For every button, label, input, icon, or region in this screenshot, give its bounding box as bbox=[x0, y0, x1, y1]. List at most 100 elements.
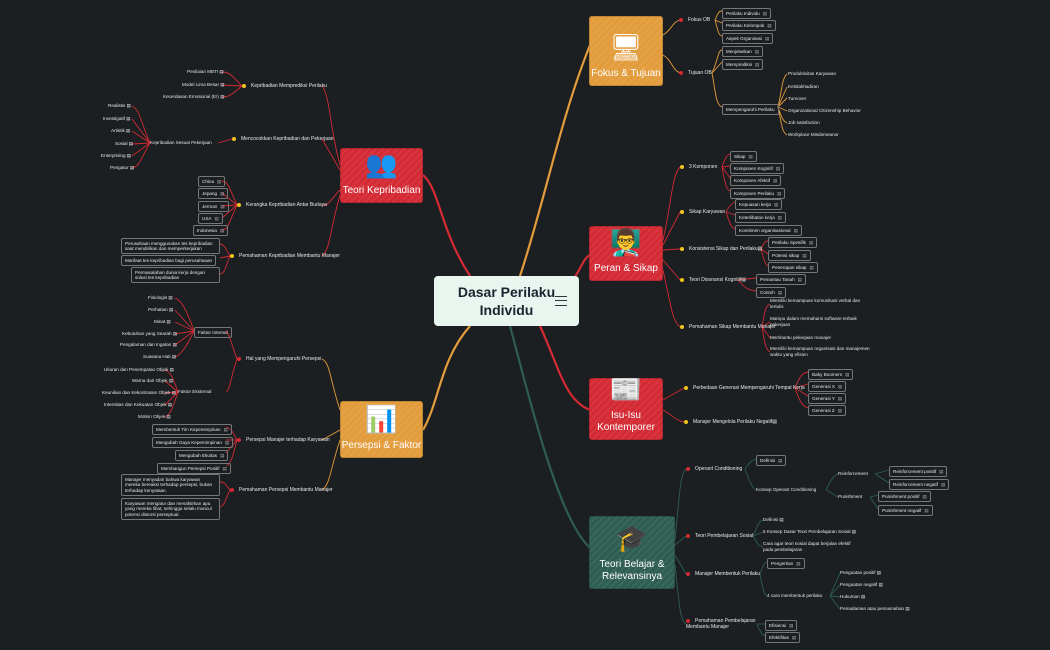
leaf-ocb[interactable]: Organizational Citizenship Behavior bbox=[788, 108, 861, 113]
leaf-lima-besar[interactable]: Model Lima Besar ▤ bbox=[182, 82, 225, 87]
leaf-komitmen[interactable]: Komitmen organisasional▤ bbox=[735, 225, 802, 236]
notes-icon[interactable] bbox=[555, 296, 567, 306]
leaf-investigatif[interactable]: Investigatif ▤ bbox=[103, 116, 131, 121]
leaf-sosial[interactable]: Sosial ▤ bbox=[115, 141, 134, 146]
leaf-keterlibatan[interactable]: Keterlibatan kerja▤ bbox=[735, 212, 787, 223]
leaf-reinforcement-negatif[interactable]: Reinforcement negatif▤ bbox=[889, 479, 950, 490]
leaf-penguatan-negatif[interactable]: Penguatan negatif ▤ bbox=[840, 582, 883, 587]
leaf-empat-cara[interactable]: 4 cara membentuk perilaku bbox=[767, 593, 823, 598]
leaf-perhatian[interactable]: Perhatian ▤ bbox=[148, 307, 174, 312]
leaf-kepribadian-sesuai[interactable]: Kepribadian Sesuai Pekerjaan bbox=[150, 140, 212, 145]
leaf-cara-efektif[interactable]: Cara agar teori sosial dapat berjalan ef… bbox=[763, 541, 851, 552]
topic-isu[interactable]: 📰 Isu-Isu Kontemporer bbox=[589, 374, 663, 440]
leaf-kebutuhan[interactable]: Kebutuhan yang Searah ▤ bbox=[122, 331, 178, 336]
leaf-gen-z[interactable]: Generasi Z▤ bbox=[808, 405, 846, 416]
leaf-faktor-eksternal[interactable]: Faktor Eksternal bbox=[178, 389, 212, 394]
subtopic-persepsi-manajer[interactable]: Persepsi Manajer terhadap Karyawan bbox=[237, 437, 330, 443]
leaf-perilaku-individu[interactable]: Perilaku Individu▤ bbox=[722, 8, 771, 19]
leaf-punishment-positif[interactable]: Punishment positif▤ bbox=[878, 491, 931, 502]
leaf-permasalahan[interactable]: Permasalahan dunia kerja dengan solusi t… bbox=[131, 267, 220, 283]
leaf-efektifitas[interactable]: Efektifitas▤ bbox=[765, 632, 801, 643]
leaf-fisiologis[interactable]: Fisiologis ▤ bbox=[148, 295, 173, 300]
leaf-mempengaruhi[interactable]: Mempengaruhi Perilaku bbox=[722, 104, 779, 115]
leaf-reinforcement[interactable]: Reinforcement bbox=[838, 471, 868, 476]
topic-kepribadian[interactable]: 👥 Teori Kepribadian bbox=[340, 148, 423, 203]
leaf-intensitas[interactable]: Intensitas dan Kekuatan Objek ▤ bbox=[104, 402, 173, 407]
leaf-job-satisfaction[interactable]: Job satisfaction bbox=[788, 120, 820, 125]
leaf-punishment[interactable]: Punishment bbox=[838, 494, 863, 499]
subtopic-fokus-ob[interactable]: Fokus OB bbox=[679, 17, 710, 23]
leaf-realistis[interactable]: Realistis ▤ bbox=[108, 103, 131, 108]
leaf-enterprising[interactable]: Enterprising ▤ bbox=[101, 153, 132, 158]
leaf-punishment-negatif[interactable]: Punishment negatif▤ bbox=[878, 505, 933, 516]
leaf-memprediksi[interactable]: Memprediksi▤ bbox=[722, 59, 764, 70]
leaf-lima-konsep[interactable]: 5 Konsep Dasar Teori Pembelajaran Sosial… bbox=[763, 529, 857, 534]
leaf-spesifik[interactable]: Perilaku Spesifik▤ bbox=[768, 237, 818, 248]
topic-persepsi[interactable]: 📊 Persepsi & Faktor bbox=[340, 401, 423, 458]
leaf-aspek-organisasi[interactable]: Aspek Organisasi▤ bbox=[722, 33, 774, 44]
subtopic-perilaku-negatif[interactable]: Manajer Mengelola Perilaku Negatif▤ bbox=[684, 419, 777, 425]
leaf-keunikan[interactable]: Keunikan dan Kekontrasan Objek ▤ bbox=[102, 390, 177, 395]
leaf-pemantau[interactable]: Pemantau Tanah▤ bbox=[756, 274, 806, 285]
subtopic-tujuan-ob[interactable]: Tujuan OB bbox=[679, 70, 712, 76]
subtopic-konsistensi[interactable]: Konsistensi Sikap dan Perilaku▤ bbox=[680, 246, 762, 252]
subtopic-mencocokkan[interactable]: Mencocokkan Kepribadian dan Pekerjaan bbox=[232, 136, 334, 142]
leaf-gaya-kepemimpinan[interactable]: Mengubah Gaya Kepemimpinan▤ bbox=[152, 437, 234, 448]
leaf-persepsi-positif[interactable]: Membangun Persepsi Positif▤ bbox=[157, 463, 231, 474]
leaf-ukuran[interactable]: Ukuran dan Penempatan Objek ▤ bbox=[104, 367, 174, 372]
subtopic-manajer-membentuk[interactable]: Manajer Membentuk Perilaku bbox=[686, 571, 760, 577]
leaf-baby-boomers[interactable]: Baby Boomers▤ bbox=[808, 369, 854, 380]
leaf-definisi-sosial[interactable]: Definisi ▤ bbox=[763, 517, 784, 522]
leaf-konsep-operant[interactable]: Konsep Operant Conditioning bbox=[756, 487, 817, 492]
leaf-contoh[interactable]: Contoh▤ bbox=[756, 287, 787, 298]
leaf-pengalaman[interactable]: Pengalaman dan Ingatan ▤ bbox=[120, 342, 177, 347]
leaf-reaksi-persepsi[interactable]: Manajer menyadari bahwa karyawan mereka … bbox=[121, 474, 220, 496]
leaf-ekuitas[interactable]: Mengubah Ekuitas▤ bbox=[175, 450, 229, 461]
leaf-minat[interactable]: Minat ▤ bbox=[154, 319, 171, 324]
subtopic-lintas-budaya[interactable]: Kerangka Kepribadian Antar Budaya bbox=[237, 202, 327, 208]
leaf-perilaku-kelompok[interactable]: Perilaku Kelompok▤ bbox=[722, 20, 776, 31]
leaf-hukuman[interactable]: Hukuman ▤ bbox=[840, 594, 866, 599]
leaf-afektif[interactable]: Komponen Afektif▤ bbox=[730, 175, 782, 186]
leaf-suasana[interactable]: Suasana Hati ▤ bbox=[143, 354, 177, 359]
subtopic-implikasi[interactable]: Pemahaman Pembelajaran Membantu Manajer bbox=[686, 618, 756, 630]
leaf-distorsi-perseptual[interactable]: Karyawan mengatur dan menafsirkan apa ya… bbox=[121, 498, 220, 520]
topic-belajar[interactable]: 🎓 Teori Belajar & Relevansinya bbox=[589, 516, 675, 589]
leaf-sikap[interactable]: Sikap▤ bbox=[730, 151, 757, 162]
leaf-organisasi-waktu[interactable]: Memiliki kemampuan organisasi dan manaje… bbox=[770, 346, 870, 357]
subtopic-pemahaman-sikap[interactable]: Pemahaman Sikap Membantu Manajer bbox=[680, 324, 776, 330]
leaf-gen-x[interactable]: Generasi X▤ bbox=[808, 381, 847, 392]
central-topic[interactable]: Dasar Perilaku Individu bbox=[434, 276, 579, 326]
leaf-turnover[interactable]: Turnover bbox=[788, 96, 807, 101]
leaf-reinforcement-positif[interactable]: Reinforcement positif▤ bbox=[889, 466, 948, 477]
leaf-pengertian[interactable]: Pengertian▤ bbox=[767, 558, 805, 569]
leaf-china[interactable]: China▤ bbox=[198, 176, 226, 187]
leaf-software[interactable]: Mampu dalam memahami software terbaik pe… bbox=[770, 316, 857, 327]
subtopic-operant[interactable]: Operant Conditioning bbox=[686, 466, 742, 472]
subtopic-sikap-karyawan[interactable]: Sikap Karyawan bbox=[680, 209, 725, 215]
leaf-pengatur[interactable]: Pengatur ▤ bbox=[110, 165, 135, 170]
subtopic-disonansi[interactable]: Teori Disonansi Kognitif▤ bbox=[680, 277, 746, 283]
leaf-efisiensi[interactable]: Efisiensi▤ bbox=[765, 620, 798, 631]
leaf-menjelaskan[interactable]: Menjelaskan▤ bbox=[722, 46, 764, 57]
leaf-artistik[interactable]: Artistik ▤ bbox=[111, 128, 131, 133]
leaf-perilaku[interactable]: Komponen Perilaku▤ bbox=[730, 188, 786, 199]
leaf-usa[interactable]: USA▤ bbox=[198, 213, 223, 224]
subtopic-kepribadian-memprediksi[interactable]: Kepribadian Memprediksi Perilaku bbox=[242, 83, 327, 89]
topic-peran[interactable]: 👨‍🏫 Peran & Sikap bbox=[589, 226, 663, 281]
subtopic-perbedaan-generasi[interactable]: Perbedaan Generasi Mempengaruhi Tempat K… bbox=[684, 385, 805, 391]
subtopic-sosial[interactable]: Teori Pembelajaran Sosial bbox=[686, 533, 753, 539]
leaf-penguatan-positif[interactable]: Penguatan positif ▤ bbox=[840, 570, 882, 575]
leaf-tes-kepribadian[interactable]: Perusahaan menggunakan tes kepribadian s… bbox=[121, 238, 220, 254]
leaf-gen-y[interactable]: Generasi Y▤ bbox=[808, 393, 847, 404]
leaf-mbti[interactable]: Penilaian MBTI ▤ bbox=[187, 69, 224, 74]
leaf-misdemeanor[interactable]: Workplace Misdemeanor bbox=[788, 132, 839, 137]
leaf-produktivitas[interactable]: Produktivitas Karyawan bbox=[788, 71, 837, 76]
leaf-warna[interactable]: Warna dari Objek ▤ bbox=[132, 378, 174, 383]
leaf-kognitif[interactable]: Komponen Kognitif▤ bbox=[730, 163, 785, 174]
leaf-membantu[interactable]: Membantu pekerjaan manajer bbox=[770, 335, 832, 340]
subtopic-pemahaman-kepribadian[interactable]: Pemahaman Kepribadian Membantu Manajer bbox=[230, 253, 340, 259]
leaf-indonesia[interactable]: Indonesia▤ bbox=[193, 225, 229, 236]
leaf-faktor-internal[interactable]: Faktor Internal bbox=[194, 327, 232, 338]
subtopic-hal-persepsi[interactable]: Hal yang Mempengaruhi Persepsi bbox=[237, 356, 321, 362]
